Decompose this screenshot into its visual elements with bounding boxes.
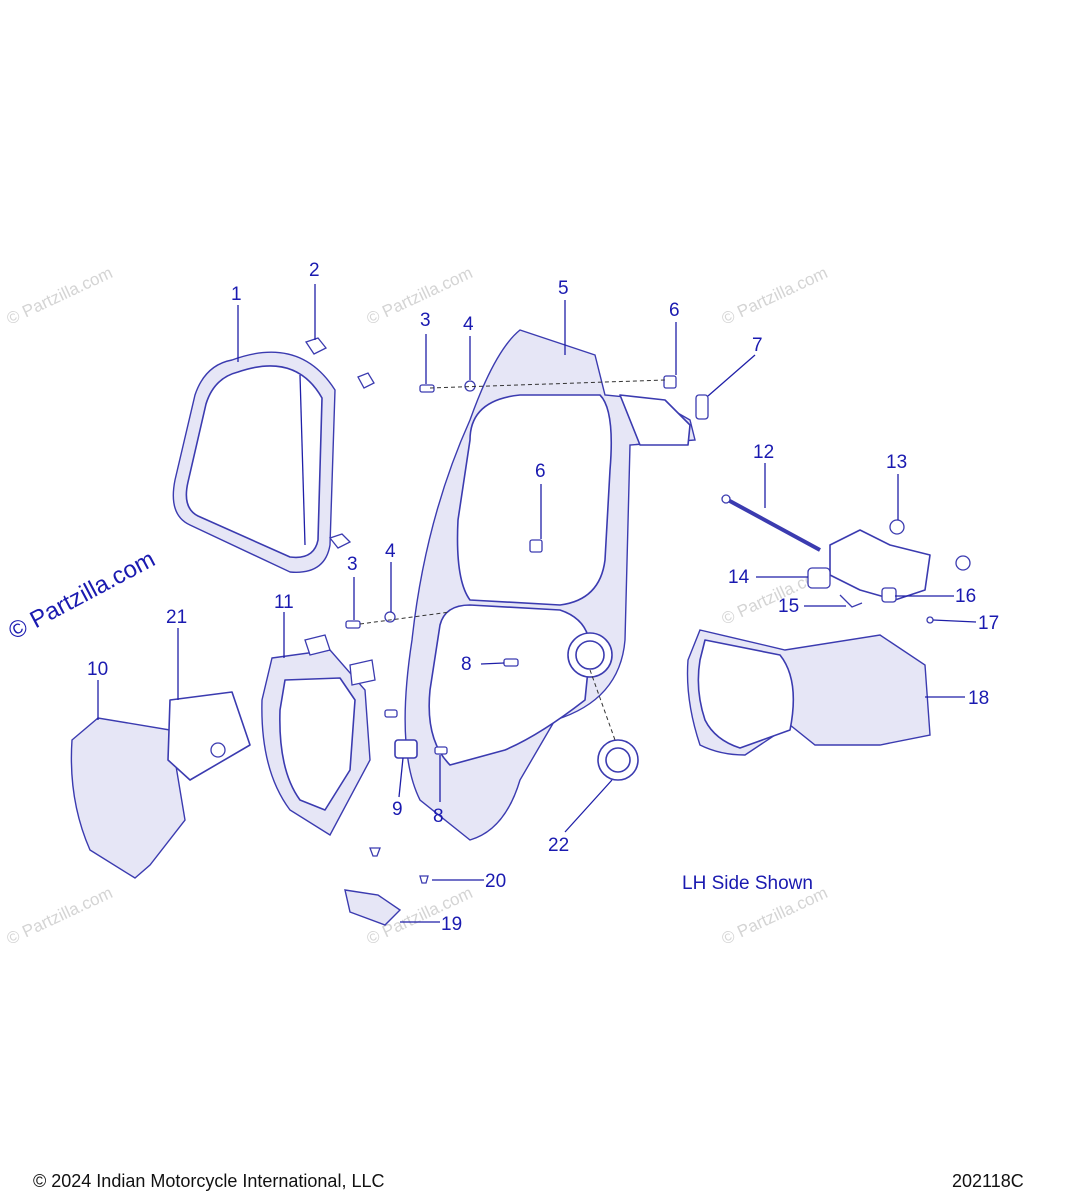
callout-8: 8 — [433, 806, 444, 827]
part-5-fairing-frame — [404, 329, 696, 841]
callout-20: 20 — [485, 871, 506, 892]
callout-13: 13 — [886, 452, 907, 473]
callout-labels: 1 2 3 3 4 4 5 6 6 7 8 8 9 10 11 12 13 14… — [87, 260, 999, 935]
copyright-text: © 2024 Indian Motorcycle International, … — [33, 1171, 384, 1191]
callout-22: 22 — [548, 835, 569, 856]
watermark: © Partzilla.com — [4, 263, 116, 329]
side-note: LH Side Shown — [682, 873, 813, 894]
callout-10: 10 — [87, 659, 108, 680]
part-22-plug — [597, 739, 639, 781]
watermark-prominent: © Partzilla.com — [4, 546, 159, 646]
callout-6: 6 — [669, 300, 680, 321]
watermark: © Partzilla.com — [4, 883, 116, 949]
callout-11: 11 — [274, 592, 294, 613]
part-bracket-assembly — [807, 519, 971, 624]
callout-1: 1 — [231, 284, 242, 305]
part-11-lower-panel — [261, 634, 376, 836]
callout-14: 14 — [728, 567, 750, 588]
leader-lines — [97, 284, 977, 923]
callout-3: 3 — [420, 310, 431, 331]
diagram-id: 202118C — [952, 1171, 1024, 1191]
part-20-screws — [369, 847, 429, 884]
watermark: © Partzilla.com — [719, 263, 831, 329]
callout-15: 15 — [778, 596, 799, 617]
callout-2: 2 — [309, 260, 320, 281]
callout-21: 21 — [166, 607, 187, 628]
callout-9: 9 — [392, 799, 403, 820]
callout-19: 19 — [441, 914, 462, 935]
callout-16: 16 — [955, 586, 976, 607]
part-1-lens-panel — [172, 351, 336, 573]
part-12-long-bolt — [721, 494, 821, 552]
callout-3: 3 — [347, 554, 358, 575]
part-21-gasket — [167, 691, 251, 781]
callout-18: 18 — [968, 688, 989, 709]
callout-12: 12 — [753, 442, 774, 463]
callout-6: 6 — [535, 461, 546, 482]
callout-17: 17 — [978, 613, 999, 634]
part-2-clips — [304, 337, 375, 549]
callout-5: 5 — [558, 278, 569, 299]
part-9-switch — [394, 739, 418, 759]
part-18-storage-bin — [686, 629, 931, 756]
part-19-trim — [344, 889, 402, 926]
callout-4: 4 — [463, 314, 474, 335]
alignment-lines — [359, 379, 666, 741]
callout-4: 4 — [385, 541, 396, 562]
small-hardware — [345, 375, 709, 755]
callout-8: 8 — [461, 654, 472, 675]
part-10-lower-cover — [70, 717, 186, 879]
callout-7: 7 — [752, 335, 763, 356]
